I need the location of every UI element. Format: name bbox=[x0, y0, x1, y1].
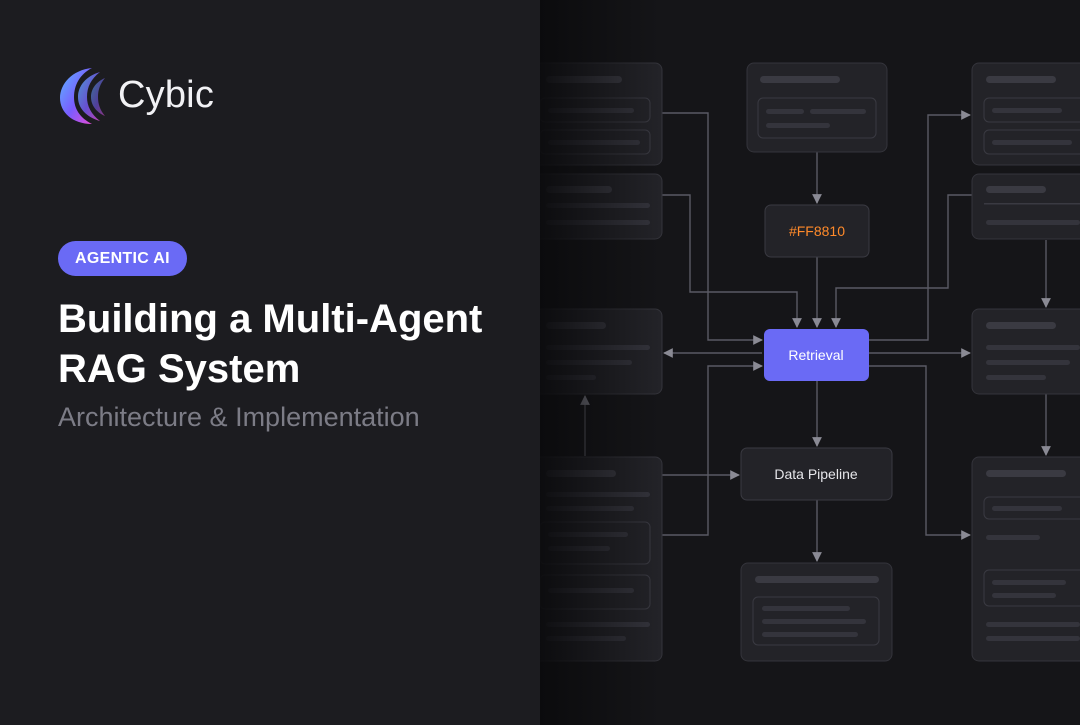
node-retrieval: Retrieval bbox=[764, 329, 869, 381]
title-line-1: Building a Multi-Agent bbox=[58, 297, 483, 341]
card-left-4 bbox=[540, 456, 663, 662]
brand-name: Cybic bbox=[118, 73, 215, 116]
title-panel: Cybic AGENTIC AI Building a Multi-Agent … bbox=[58, 64, 528, 432]
card-right-1 bbox=[971, 62, 1080, 166]
category-badge: AGENTIC AI bbox=[58, 241, 187, 276]
connector bbox=[662, 194, 802, 328]
card-left-1 bbox=[540, 62, 663, 166]
retrieval-label: Retrieval bbox=[788, 347, 843, 363]
title-line-2: RAG System bbox=[58, 347, 301, 391]
card-right-2 bbox=[971, 173, 1080, 240]
diagram-panel: #FF8810 Retrieval Data Pipeline bbox=[540, 0, 1080, 725]
connector bbox=[831, 194, 972, 328]
connector bbox=[868, 110, 971, 341]
page-title: Building a Multi-Agent RAG System bbox=[58, 294, 528, 394]
hex-label: #FF8810 bbox=[789, 223, 845, 239]
card-bottom-center bbox=[740, 562, 893, 662]
crescent-logo-icon bbox=[60, 68, 105, 124]
card-right-4 bbox=[971, 456, 1080, 662]
connector bbox=[662, 361, 763, 536]
node-hex-color: #FF8810 bbox=[764, 204, 870, 258]
card-top-center bbox=[746, 62, 888, 153]
card-right-3 bbox=[971, 308, 1080, 395]
brand: Cybic bbox=[58, 64, 214, 126]
card-left-2 bbox=[540, 173, 663, 240]
pipeline-label: Data Pipeline bbox=[774, 466, 857, 482]
page-subtitle: Architecture & Implementation bbox=[58, 402, 420, 432]
node-data-pipeline: Data Pipeline bbox=[740, 447, 893, 501]
connector bbox=[868, 365, 971, 540]
architecture-diagram: #FF8810 Retrieval Data Pipeline bbox=[540, 62, 1080, 662]
connector bbox=[662, 112, 763, 345]
connectors bbox=[580, 110, 1051, 568]
card-left-3 bbox=[540, 308, 663, 395]
